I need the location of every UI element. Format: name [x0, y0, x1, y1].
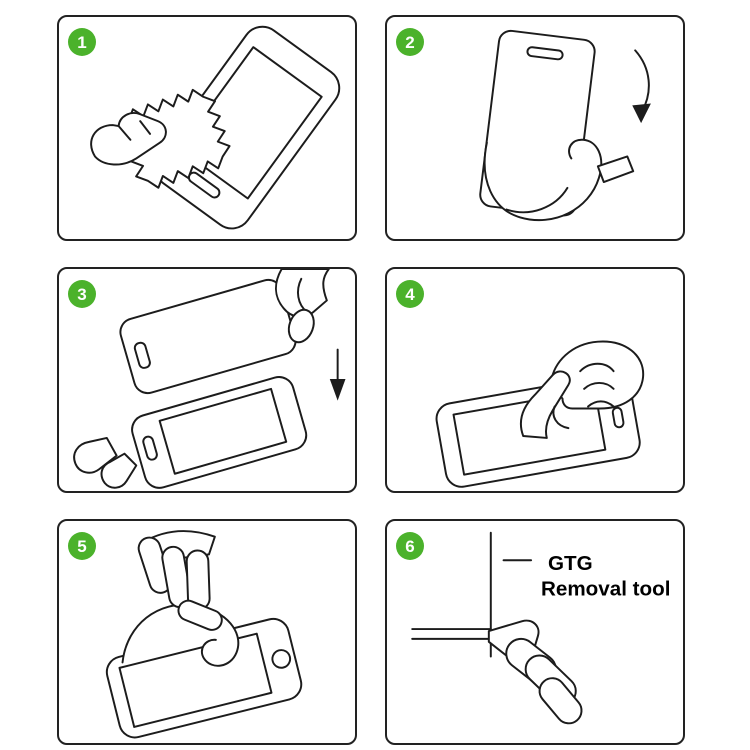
- step6-illustration-removal-tool: GTG Removal tool: [411, 531, 670, 725]
- step1-illustration-clean-screen: [90, 25, 341, 230]
- step-number-badge: 6: [396, 532, 424, 560]
- pressing-finger-icon: [519, 340, 645, 439]
- step-number-badge: 1: [68, 28, 96, 56]
- thumb-icon: [73, 436, 138, 489]
- hand-icon: [137, 530, 223, 631]
- step4-illustration-press-center: [435, 340, 645, 488]
- step-panel-3: 3: [57, 267, 357, 493]
- removal-tool-label-line1: GTG: [548, 552, 593, 575]
- step-number-badge: 5: [68, 532, 96, 560]
- peeling-film-icon: [483, 138, 635, 222]
- step-panel-6: 6 GTG Removal tool: [385, 519, 685, 745]
- screen-corner-outline: [411, 531, 492, 658]
- hand-icon: [90, 112, 167, 166]
- step-panel-1: 1: [57, 15, 357, 241]
- step-number-badge: 2: [396, 28, 424, 56]
- step-number-badge: 3: [68, 280, 96, 308]
- removal-tool-label-line2: Removal tool: [541, 578, 670, 601]
- hand-icon: [505, 637, 583, 725]
- step-panel-4: 4: [385, 267, 685, 493]
- cleaning-cloth-icon: [120, 88, 231, 189]
- step3-illustration-align-glass: [73, 269, 346, 489]
- down-arrow-icon: [329, 348, 346, 401]
- phone-outline: [131, 376, 308, 489]
- step5-illustration-remove-layer: [105, 530, 303, 739]
- curved-arrow-icon: [632, 49, 651, 124]
- step-panel-2: 2: [385, 15, 685, 241]
- step2-illustration-peel-film: [479, 29, 651, 222]
- step-panel-5: 5: [57, 519, 357, 745]
- hand-icon: [275, 269, 330, 344]
- step-number-badge: 4: [396, 280, 424, 308]
